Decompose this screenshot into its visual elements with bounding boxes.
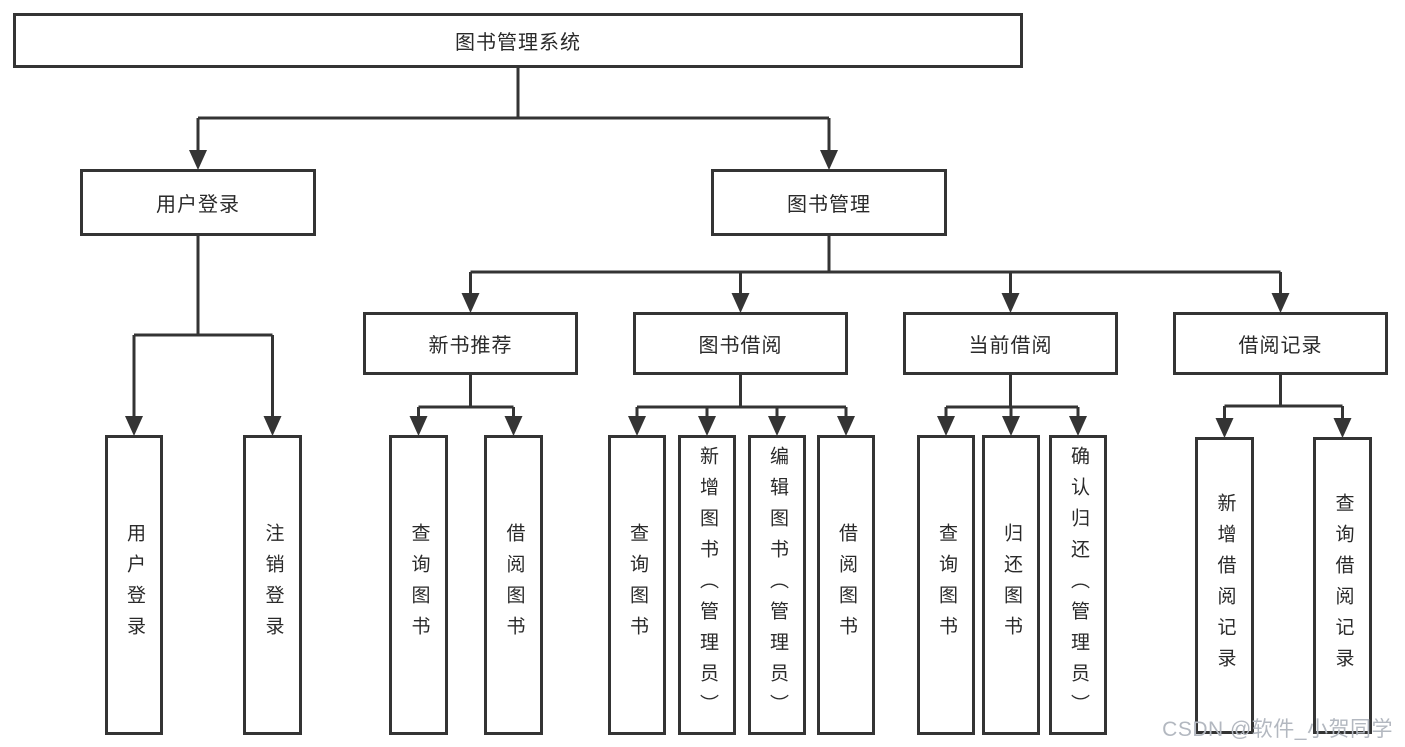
arrowhead-icon	[1069, 416, 1087, 436]
node-label: 确认归还（管理员）	[1067, 445, 1089, 725]
node-label: 编辑图书（管理员）	[766, 445, 788, 725]
arrowhead-icon	[189, 150, 207, 170]
node-leaf-nb-query: 查询图书	[389, 435, 448, 735]
arrowhead-icon	[731, 293, 750, 313]
node-leaf-cb-query: 查询图书	[917, 435, 975, 735]
node-label: 查询图书	[935, 523, 957, 647]
node-label: 借阅图书	[503, 523, 525, 647]
node-new-books: 新书推荐	[363, 312, 578, 375]
node-label: 新增借阅记录	[1214, 492, 1236, 679]
node-leaf-nb-borrow: 借阅图书	[484, 435, 543, 735]
node-label: 注销登录	[262, 523, 284, 647]
arrowhead-icon	[937, 416, 955, 436]
arrowhead-icon	[628, 416, 646, 436]
node-leaf-user-login: 用户登录	[105, 435, 163, 735]
watermark: CSDN @软件_小贺同学	[1162, 718, 1393, 741]
arrowhead-icon	[768, 416, 786, 436]
arrowhead-icon	[263, 416, 282, 436]
node-label: 图书管理	[787, 194, 871, 216]
arrowhead-icon	[820, 150, 838, 170]
node-borrow-records: 借阅记录	[1173, 312, 1388, 375]
node-label: 图书管理系统	[455, 32, 581, 54]
arrowhead-icon	[837, 416, 855, 436]
node-label: 用户登录	[156, 194, 240, 216]
arrowhead-icon	[1333, 418, 1352, 438]
node-label: 新书推荐	[428, 335, 513, 357]
node-label: 借阅图书	[835, 523, 857, 647]
node-leaf-bb-edit: 编辑图书（管理员）	[748, 435, 806, 735]
node-label: 归还图书	[1000, 523, 1022, 647]
node-label: 查询图书	[408, 523, 430, 647]
node-leaf-rec-query: 查询借阅记录	[1313, 437, 1372, 734]
arrowhead-icon	[1002, 416, 1020, 436]
node-label: 借阅记录	[1238, 335, 1323, 357]
node-label: 用户登录	[123, 523, 145, 647]
arrowhead-icon	[1215, 418, 1234, 438]
node-root: 图书管理系统	[13, 13, 1023, 68]
arrowhead-icon	[461, 293, 480, 313]
node-label: 查询借阅记录	[1332, 492, 1354, 679]
arrowhead-icon	[504, 416, 523, 436]
node-leaf-bb-add: 新增图书（管理员）	[678, 435, 736, 735]
node-leaf-bb-borrow: 借阅图书	[817, 435, 875, 735]
arrowhead-icon	[409, 416, 428, 436]
arrowhead-icon	[125, 416, 143, 436]
node-book-borrow: 图书借阅	[633, 312, 848, 375]
node-current-borrow: 当前借阅	[903, 312, 1118, 375]
node-label: 查询图书	[626, 523, 648, 647]
node-leaf-cb-confirm: 确认归还（管理员）	[1049, 435, 1107, 735]
node-label: 新增图书（管理员）	[696, 445, 718, 725]
arrowhead-icon	[1271, 293, 1290, 313]
node-leaf-logout: 注销登录	[243, 435, 302, 735]
arrowhead-icon	[1001, 293, 1020, 313]
node-leaf-rec-add: 新增借阅记录	[1195, 437, 1254, 734]
node-leaf-bb-query: 查询图书	[608, 435, 666, 735]
node-book-mgmt: 图书管理	[711, 169, 947, 236]
node-label: 当前借阅	[968, 335, 1053, 357]
node-label: 图书借阅	[698, 335, 783, 357]
node-leaf-cb-return: 归还图书	[982, 435, 1040, 735]
node-user-login: 用户登录	[80, 169, 316, 236]
arrowhead-icon	[698, 416, 716, 436]
